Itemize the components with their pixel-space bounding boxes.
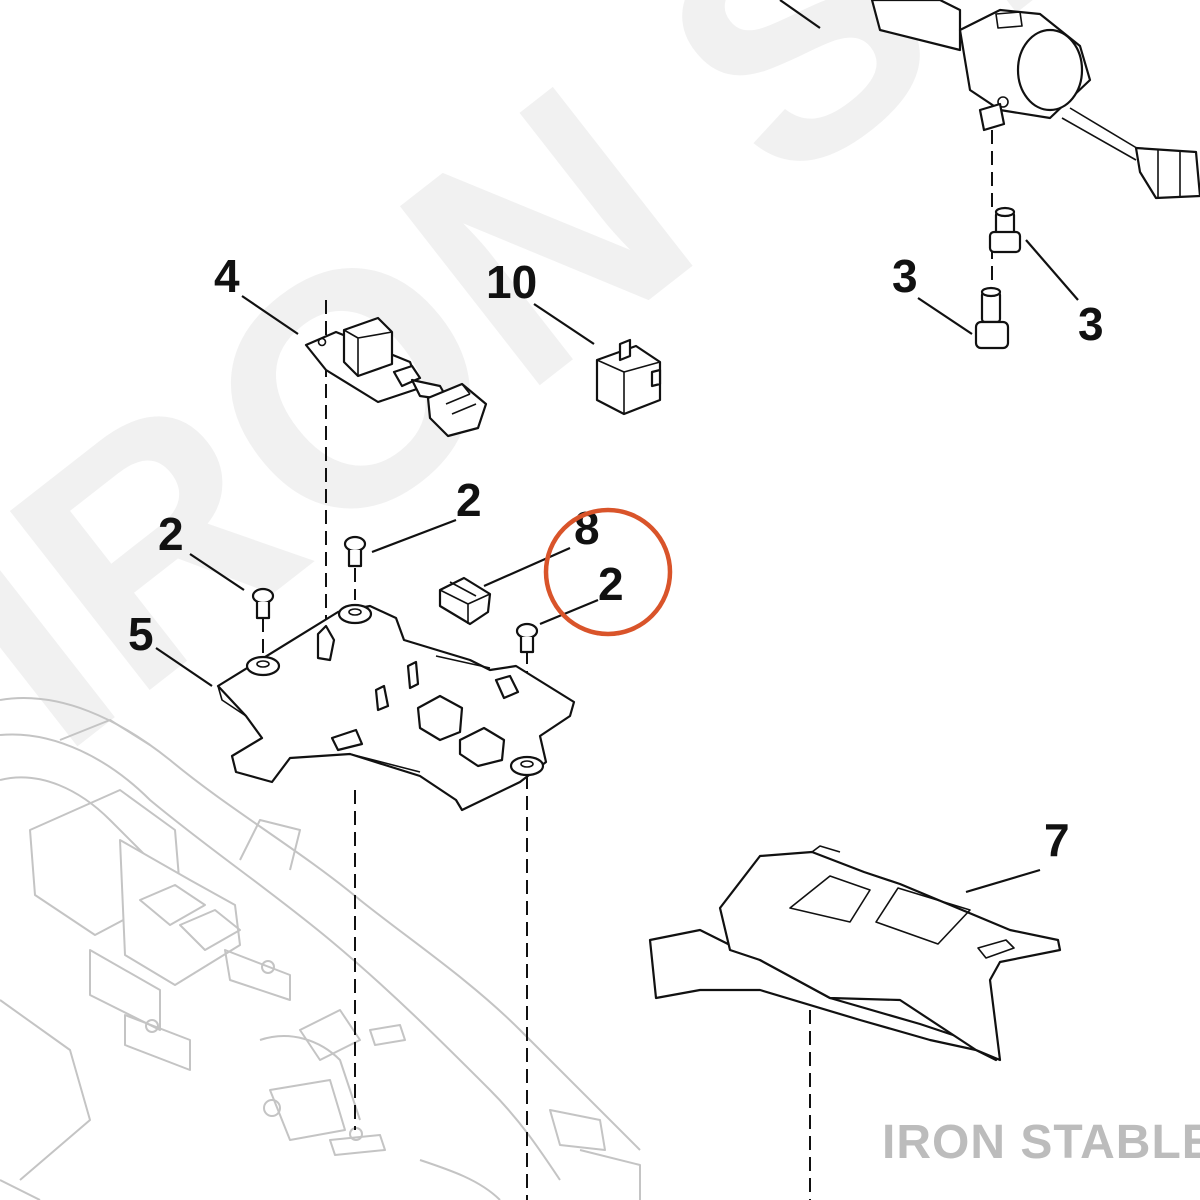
part-2-screw-left xyxy=(251,587,275,620)
part-10-relay xyxy=(595,338,662,416)
callout-7: 7 xyxy=(1044,814,1070,866)
part-7-cover xyxy=(648,845,1062,1062)
ignition-housing-part xyxy=(779,0,1200,200)
part-4-relay-assembly xyxy=(304,316,488,438)
part-8-clip xyxy=(438,576,492,626)
watermark-label: IRON STABLE xyxy=(882,1116,1200,1169)
part-5-mounting-bracket xyxy=(216,603,576,812)
motorcycle-frame-ghost xyxy=(0,697,641,1200)
leader-lines xyxy=(155,239,1079,894)
callout-labels: 4 10 3 3 2 2 8 2 5 7 xyxy=(128,250,1104,866)
callout-3-right: 3 xyxy=(1078,298,1104,350)
background-watermark: IRON STABLE xyxy=(0,0,1200,815)
callout-2-left: 2 xyxy=(158,508,184,560)
background-watermark-text: IRON STABLE xyxy=(0,0,1200,815)
part-3-bolt-lower xyxy=(974,286,1010,350)
callout-10: 10 xyxy=(486,256,537,308)
callout-2-circled: 2 xyxy=(598,558,624,610)
callout-5: 5 xyxy=(128,608,154,660)
part-3-bolt-upper xyxy=(988,206,1022,254)
callout-2-top: 2 xyxy=(456,474,482,526)
callout-4: 4 xyxy=(214,250,240,302)
highlight-circle xyxy=(543,507,673,637)
part-2-screw-right xyxy=(515,622,539,654)
callout-3-left: 3 xyxy=(892,250,918,302)
part-2-screw-top xyxy=(343,535,367,568)
